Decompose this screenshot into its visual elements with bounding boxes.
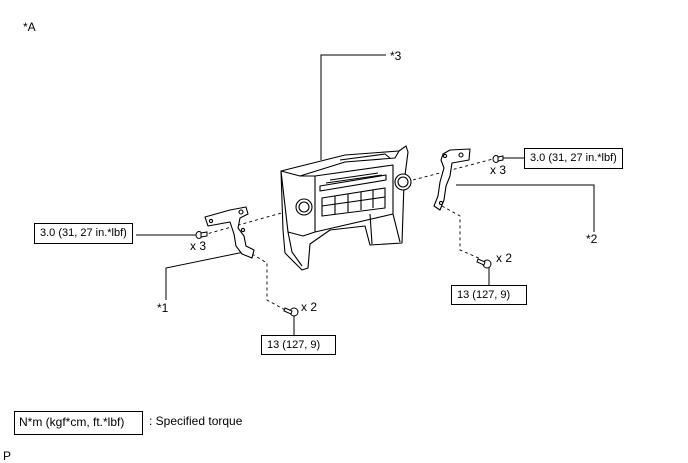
callout-1: *1	[157, 301, 169, 315]
torque-right-screw-box: 3.0 (31, 27 in.*lbf)	[524, 148, 623, 169]
leader-line-2	[456, 184, 595, 232]
path-left-bolt	[251, 253, 288, 312]
legend-unit-box: N*m (kgf*cm, ft.*lbf)	[14, 411, 143, 435]
torque-left-bolt-box: 13 (127, 9)	[261, 335, 336, 355]
path-right-bolt	[441, 205, 482, 260]
path-right-screw	[412, 158, 494, 181]
callout-2: *2	[586, 232, 598, 246]
right-bolt-icon	[476, 258, 492, 269]
torque-right-bolt-box: 13 (127, 9)	[451, 285, 527, 305]
footer-code: P	[3, 449, 12, 463]
leader-line-3	[320, 54, 386, 160]
left-bolt-icon	[283, 307, 299, 317]
callout-3: *3	[390, 49, 402, 63]
leader-line-1	[165, 251, 245, 300]
qty-right-screw: x 3	[490, 163, 507, 177]
qty-left-screw: x 3	[190, 239, 207, 253]
right-bracket	[433, 148, 471, 211]
right-screw-icon	[492, 155, 504, 163]
left-bracket	[204, 206, 255, 259]
legend-description: : Specified torque	[149, 414, 243, 428]
qty-left-bolt: x 2	[301, 300, 318, 314]
qty-right-bolt: x 2	[496, 251, 513, 265]
view-label: *A	[23, 20, 36, 34]
control-panel-unit	[280, 145, 412, 271]
torque-left-screw-box: 3.0 (31, 27 in.*lbf)	[34, 223, 133, 244]
left-screw-icon	[195, 231, 208, 239]
path-left-screw	[202, 211, 286, 236]
